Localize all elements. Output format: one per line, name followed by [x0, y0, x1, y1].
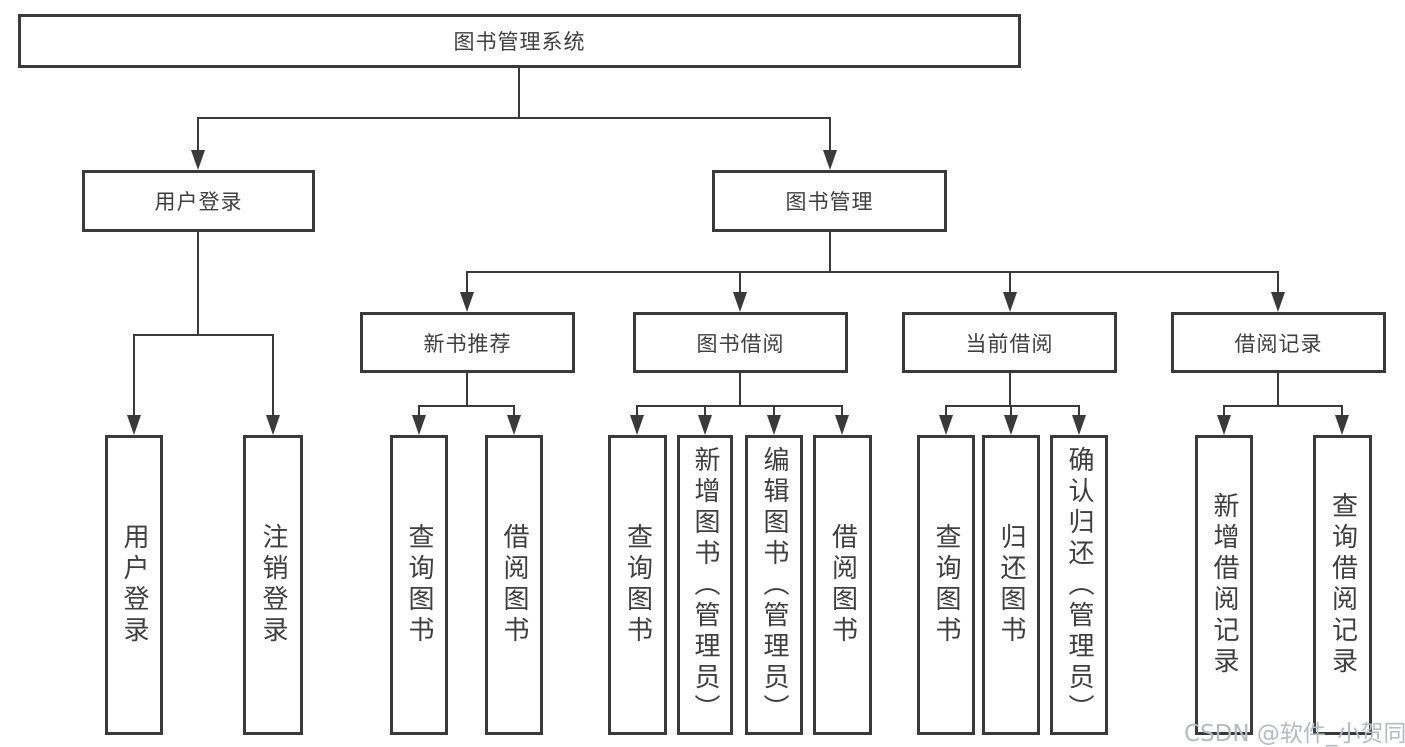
arrowhead-down: [1335, 415, 1349, 435]
connector: [1341, 405, 1343, 418]
connector: [1010, 405, 1012, 418]
arrowhead-down: [266, 415, 280, 435]
connector: [829, 232, 831, 272]
node-current-borrowing: 当前借阅: [902, 312, 1117, 373]
connector: [513, 405, 515, 418]
node-book-borrowing: 图书借阅: [633, 312, 848, 373]
leaf-label: 确认归还（管理员）: [1064, 445, 1094, 725]
arrowhead-down: [1271, 292, 1285, 312]
node-book-management: 图书管理: [712, 170, 947, 232]
arrowhead-down: [460, 292, 474, 312]
leaf-label: 编辑图书（管理员）: [759, 445, 789, 725]
connector: [1277, 373, 1279, 406]
leaf-confirm-return-admin: 确认归还（管理员）: [1050, 435, 1108, 735]
arrowhead-down: [767, 415, 781, 435]
arrowhead-down: [1003, 292, 1017, 312]
connector: [197, 117, 199, 152]
connector: [704, 405, 706, 418]
arrowhead-down: [698, 415, 712, 435]
node-user-login: 用户登录: [82, 170, 315, 232]
connector: [841, 405, 843, 418]
connector: [418, 405, 420, 418]
leaf-add-book-admin: 新增图书（管理员）: [677, 435, 733, 735]
connector: [739, 373, 741, 406]
connector: [1223, 405, 1343, 407]
connector: [466, 271, 468, 294]
leaf-query-books-1: 查询图书: [390, 435, 448, 735]
arrowhead-down: [939, 415, 953, 435]
connector: [1009, 373, 1011, 406]
leaf-query-books-3: 查询图书: [917, 435, 975, 735]
leaf-label: 注销登录: [258, 523, 288, 647]
connector: [1277, 271, 1279, 294]
arrowhead-down: [1217, 415, 1231, 435]
connector: [1009, 271, 1011, 294]
leaf-label: 新增借阅记录: [1209, 492, 1239, 678]
leaf-query-borrow-record: 查询借阅记录: [1313, 435, 1372, 735]
leaf-query-books-2: 查询图书: [608, 435, 667, 735]
leaf-add-borrow-record: 新增借阅记录: [1195, 435, 1253, 735]
arrowhead-down: [835, 415, 849, 435]
leaf-label: 查询图书: [931, 523, 961, 647]
connector: [636, 405, 638, 418]
leaf-edit-book-admin: 编辑图书（管理员）: [745, 435, 803, 735]
connector: [1223, 405, 1225, 418]
connector: [1078, 405, 1080, 418]
connector: [829, 117, 831, 152]
connector: [272, 334, 274, 418]
leaf-label: 借阅图书: [827, 523, 858, 647]
arrowhead-down: [1072, 415, 1086, 435]
arrowhead-down: [630, 415, 644, 435]
watermark: CSDN @软件_小贺同学: [1184, 721, 1405, 747]
arrowhead-down: [507, 415, 521, 435]
connector: [636, 405, 843, 407]
arrowhead-down: [733, 292, 747, 312]
leaf-logout: 注销登录: [243, 435, 303, 735]
connector: [518, 68, 520, 118]
leaf-label: 新增图书（管理员）: [690, 445, 720, 725]
connector: [418, 405, 515, 407]
arrowhead-down: [127, 415, 141, 435]
leaf-label: 查询图书: [404, 523, 434, 647]
connector: [739, 271, 741, 294]
arrowhead-down: [1004, 415, 1018, 435]
leaf-label: 借阅图书: [499, 523, 529, 647]
connector: [466, 271, 1279, 273]
leaf-label: 查询借阅记录: [1327, 492, 1358, 678]
connector: [197, 232, 199, 335]
connector: [133, 334, 274, 336]
node-borrow-records: 借阅记录: [1171, 312, 1386, 373]
connector: [773, 405, 775, 418]
leaf-borrow-books-1: 借阅图书: [485, 435, 543, 735]
arrowhead-down: [191, 150, 205, 170]
leaf-label: 查询图书: [622, 523, 653, 647]
connector: [945, 405, 1080, 407]
leaf-borrow-books-2: 借阅图书: [813, 435, 872, 735]
leaf-label: 归还图书: [996, 523, 1026, 647]
arrowhead-down: [823, 150, 837, 170]
connector: [945, 405, 947, 418]
node-new-book-recommend: 新书推荐: [360, 312, 575, 373]
leaf-return-books: 归还图书: [982, 435, 1040, 735]
connector: [133, 334, 135, 418]
leaf-label: 用户登录: [119, 523, 149, 647]
node-root: 图书管理系统: [18, 14, 1021, 68]
connector: [197, 117, 831, 119]
leaf-user-login: 用户登录: [105, 435, 163, 735]
arrowhead-down: [412, 415, 426, 435]
connector: [466, 373, 468, 406]
